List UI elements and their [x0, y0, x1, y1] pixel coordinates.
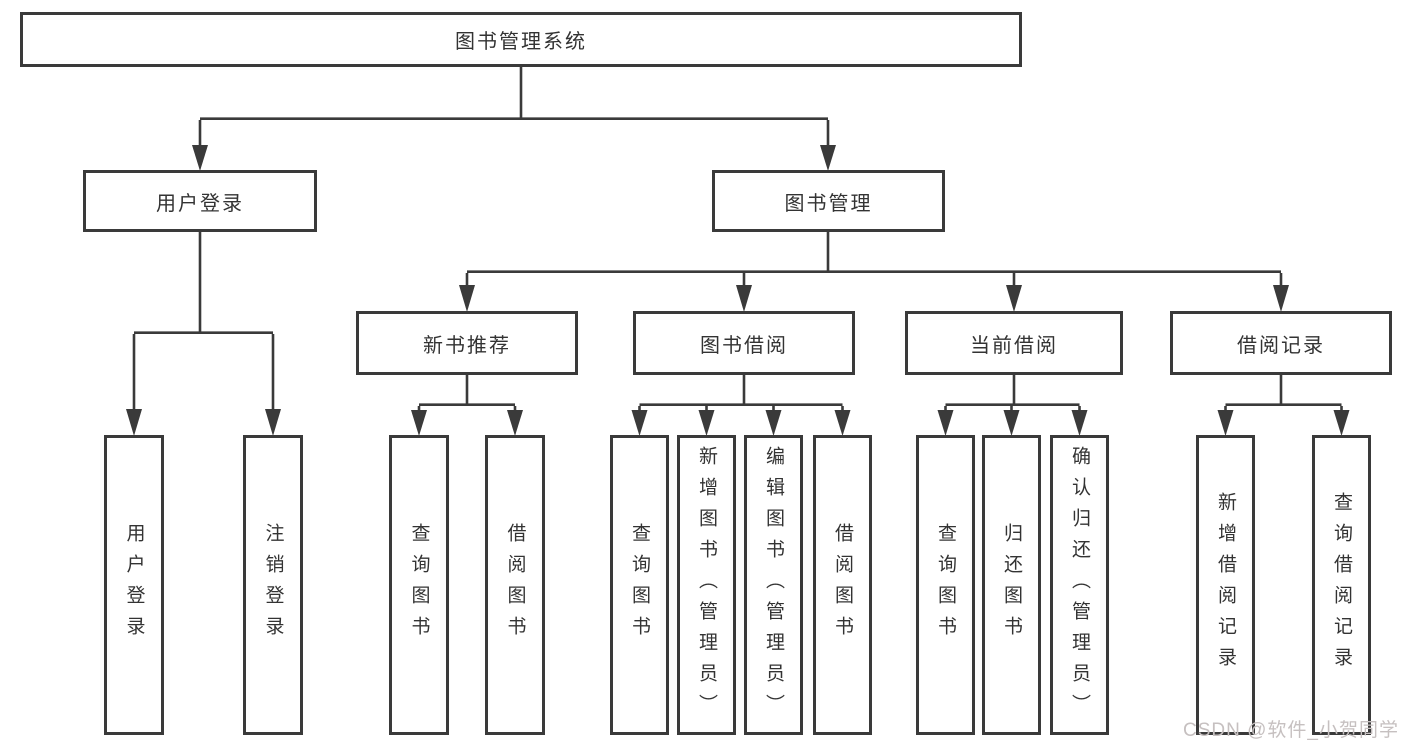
leaf-confirm-return-admin: 确认归还（管理员） — [1050, 435, 1109, 735]
leaf-logout-login: 注销登录 — [243, 435, 303, 735]
leaf-add-borrow-record: 新增借阅记录 — [1196, 435, 1255, 735]
node-label: 新书推荐 — [423, 334, 511, 357]
node-borrow-records: 借阅记录 — [1170, 311, 1392, 375]
node-label: 编辑图书（管理员） — [763, 445, 784, 725]
node-label: 归还图书 — [1001, 523, 1022, 647]
node-label: 当前借阅 — [970, 334, 1058, 357]
node-label: 借阅图书 — [832, 523, 853, 647]
node-root-library-system: 图书管理系统 — [20, 12, 1022, 67]
leaf-query-book-borrow: 查询图书 — [610, 435, 669, 735]
node-label: 用户登录 — [156, 192, 244, 215]
leaf-query-book-current: 查询图书 — [916, 435, 975, 735]
node-current-borrow: 当前借阅 — [905, 311, 1123, 375]
node-label: 确认归还（管理员） — [1069, 445, 1090, 725]
leaf-edit-book-admin: 编辑图书（管理员） — [744, 435, 803, 735]
leaf-borrow-book-borrow: 借阅图书 — [813, 435, 872, 735]
node-label: 查询图书 — [935, 523, 956, 647]
node-label: 借阅图书 — [504, 523, 526, 647]
node-label: 注销登录 — [262, 523, 284, 647]
node-user-login: 用户登录 — [83, 170, 317, 232]
node-label: 图书管理 — [784, 192, 873, 215]
node-new-book-recommend: 新书推荐 — [356, 311, 578, 375]
node-label: 图书借阅 — [700, 334, 788, 357]
node-label: 新增借阅记录 — [1215, 492, 1236, 678]
leaf-query-book-newbook: 查询图书 — [389, 435, 449, 735]
leaf-borrow-book-newbook: 借阅图书 — [485, 435, 545, 735]
node-book-borrow: 图书借阅 — [633, 311, 855, 375]
csdn-watermark: CSDN @软件_小贺同学 — [1183, 720, 1399, 741]
node-label: 查询借阅记录 — [1331, 492, 1352, 678]
node-label: 查询图书 — [629, 523, 650, 647]
node-label: 图书管理系统 — [455, 31, 587, 53]
node-label: 用户登录 — [123, 523, 145, 647]
leaf-user-login: 用户登录 — [104, 435, 164, 735]
leaf-query-borrow-record: 查询借阅记录 — [1312, 435, 1371, 735]
node-label: 查询图书 — [408, 523, 430, 647]
node-book-management: 图书管理 — [712, 170, 945, 232]
leaf-add-book-admin: 新增图书（管理员） — [677, 435, 736, 735]
node-label: 借阅记录 — [1237, 334, 1325, 357]
node-label: 新增图书（管理员） — [696, 445, 717, 725]
leaf-return-book: 归还图书 — [982, 435, 1041, 735]
